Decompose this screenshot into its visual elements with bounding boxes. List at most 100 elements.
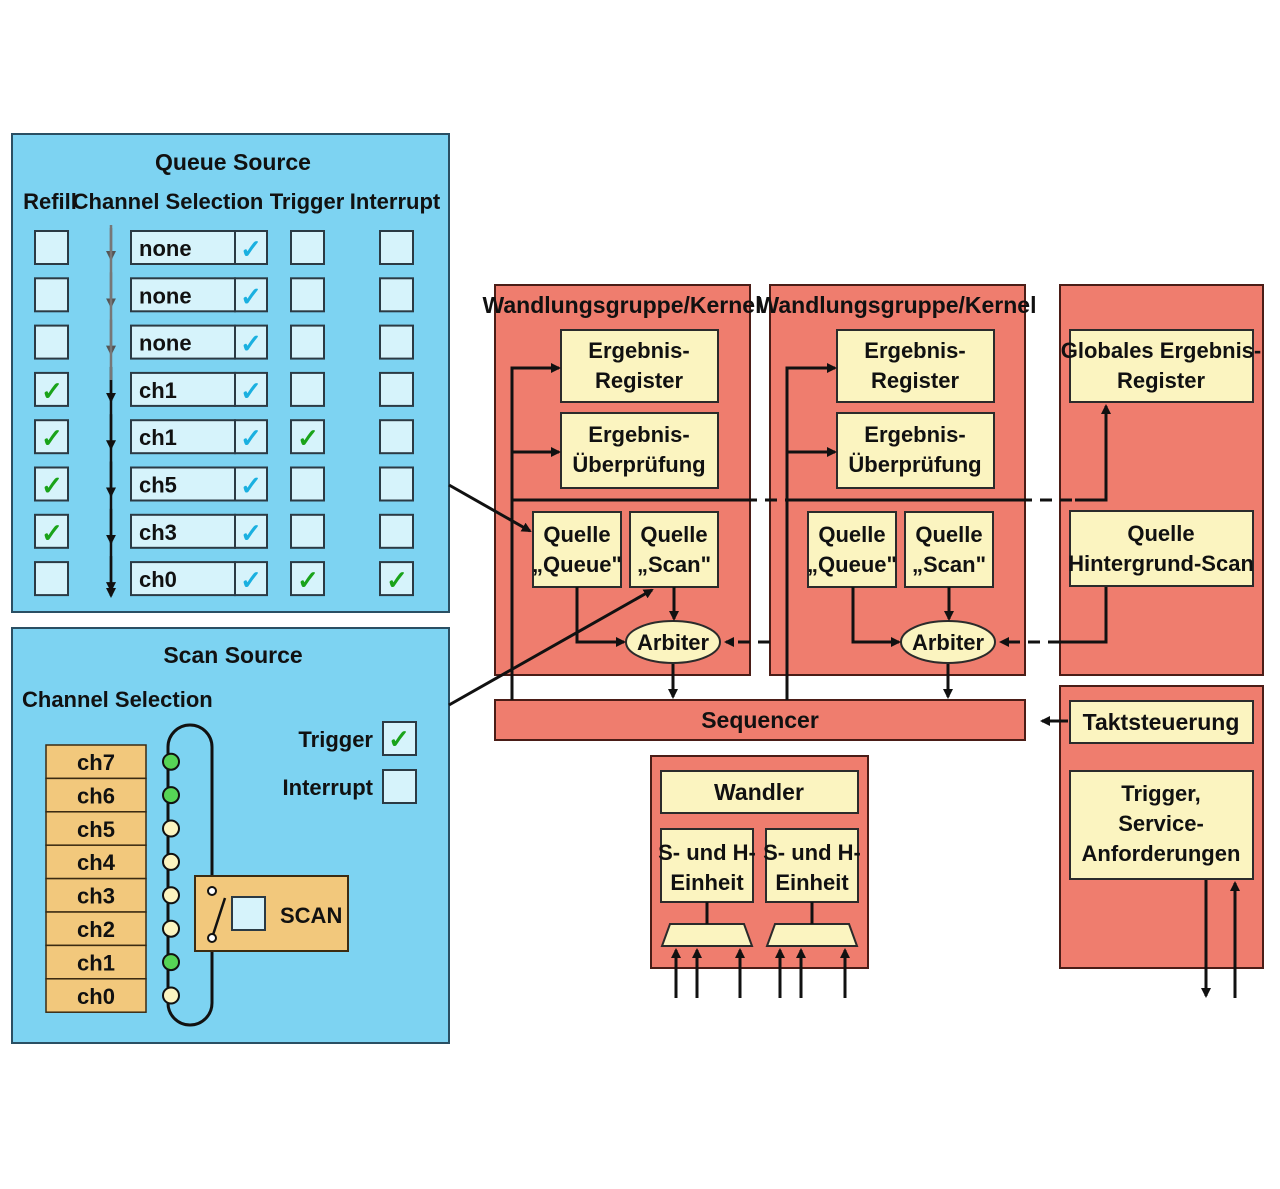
refill-checkbox[interactable] xyxy=(34,371,69,407)
channel-dropdown-button[interactable] xyxy=(234,419,268,455)
scan-channel-cell[interactable] xyxy=(45,811,147,846)
scan-channel-label: ch2 xyxy=(77,917,115,942)
channel-select-field[interactable] xyxy=(130,230,236,265)
global-result-register xyxy=(1069,329,1254,403)
kernel-2-result-check xyxy=(836,412,995,489)
interrupt-checkbox[interactable] xyxy=(379,561,414,597)
refill-checkbox[interactable] xyxy=(34,277,69,313)
trigger-checkbox[interactable] xyxy=(290,513,325,549)
scan-channel-cell[interactable] xyxy=(45,911,147,947)
scan-trigger-checkbox[interactable] xyxy=(382,721,417,756)
channel-select-field[interactable] xyxy=(130,371,236,407)
channel-dropdown-button[interactable] xyxy=(234,561,268,597)
kernel-2-source-queue-line2: „Queue" xyxy=(807,552,897,577)
kernel-1-source-scan-line1: Quelle xyxy=(640,522,707,547)
clock-panel: Taktsteuerung Trigger, Service- Anforder… xyxy=(1059,685,1264,969)
kernel-2-result-check-line1: Ergebnis- xyxy=(864,422,965,447)
scan-channel-item: ch1 xyxy=(45,944,180,980)
kernel-2-result-check-line2: Überprüfung xyxy=(848,452,981,477)
trigger-check-icon: ✓ xyxy=(297,565,319,595)
channel-select-field[interactable] xyxy=(130,324,236,360)
trigger-checkbox[interactable] xyxy=(290,230,325,265)
trigger-checkbox[interactable] xyxy=(290,466,325,502)
kernel-2-source-scan-line1: Quelle xyxy=(915,522,982,547)
refill-header: Refill xyxy=(23,189,77,214)
interrupt-checkbox[interactable] xyxy=(379,230,414,265)
trigger-header: Trigger xyxy=(270,189,345,214)
trigger-check-icon: ✓ xyxy=(297,423,319,453)
channel-select-field[interactable] xyxy=(130,561,236,597)
channel-dropdown-button[interactable] xyxy=(234,466,268,502)
scan-interrupt-checkbox[interactable] xyxy=(382,769,417,804)
sh-unit-1-line2: Einheit xyxy=(670,870,744,895)
k2-queue-to-arbiter xyxy=(851,587,901,647)
scan-switch-contact-bottom xyxy=(207,933,217,943)
scan-source-title: Scan Source xyxy=(163,642,302,668)
background-scan-line1: Quelle xyxy=(1127,521,1194,546)
scan-channel-led xyxy=(162,852,180,871)
sh-unit-2 xyxy=(765,828,859,903)
interrupt-checkbox[interactable] xyxy=(379,277,414,313)
clock-control-label: Taktsteuerung xyxy=(1083,709,1240,735)
queue-row: none✓ xyxy=(34,319,414,360)
channel-select-field[interactable] xyxy=(130,277,236,313)
sh-unit-2-line2: Einheit xyxy=(775,870,849,895)
kernel-1-title: Wandlungsgruppe/Kernel xyxy=(483,292,762,318)
scan-channel-cell[interactable] xyxy=(45,844,147,880)
channel-dropdown-button[interactable] xyxy=(234,324,268,360)
refill-checkbox[interactable] xyxy=(34,561,69,597)
scan-channel-cell[interactable] xyxy=(45,877,147,913)
kernel-1-arbiter-label: Arbiter xyxy=(637,630,710,655)
refill-checkbox[interactable] xyxy=(34,419,69,455)
kernel-1-source-queue xyxy=(532,511,622,588)
scan-trigger-label: Trigger xyxy=(298,727,373,752)
queue-row: none✓ xyxy=(34,272,414,313)
interrupt-checkbox[interactable] xyxy=(379,419,414,455)
channel-dropdown-button[interactable] xyxy=(234,277,268,313)
kernel-1-source-queue-line2: „Queue" xyxy=(532,552,622,577)
refill-checkbox[interactable] xyxy=(34,466,69,502)
trigger-checkbox[interactable] xyxy=(290,371,325,407)
trigger-checkbox[interactable] xyxy=(290,419,325,455)
scan-channel-led xyxy=(162,919,180,938)
channel-dropdown-button[interactable] xyxy=(234,513,268,549)
interrupt-checkbox[interactable] xyxy=(379,466,414,502)
dropdown-check-icon: ✓ xyxy=(240,234,262,264)
channel-dropdown-button[interactable] xyxy=(234,371,268,407)
kernel-2: Wandlungsgruppe/Kernel Ergebnis- Registe… xyxy=(758,284,1037,676)
scan-channel-cell[interactable] xyxy=(45,978,147,1013)
clock-control-box xyxy=(1069,700,1254,744)
scan-channel-label: ch0 xyxy=(77,984,115,1009)
queue-rows: none✓none✓none✓✓ch1✓✓ch1✓✓✓ch5✓✓ch3✓ch0✓… xyxy=(34,225,414,598)
background-scan-line2: Hintergrund-Scan xyxy=(1068,551,1254,576)
scan-source-panel: Scan Source Channel Selection Trigger ✓ … xyxy=(11,627,450,1044)
scan-channel-label: ch3 xyxy=(77,884,115,909)
channel-dropdown-button[interactable] xyxy=(234,230,268,265)
kernel-2-source-scan-line2: „Scan" xyxy=(912,552,986,577)
sequencer-label: Sequencer xyxy=(701,707,819,733)
scan-channel-item: ch5 xyxy=(45,811,180,846)
trigger-checkbox[interactable] xyxy=(290,561,325,597)
scan-channel-label: ch5 xyxy=(77,817,115,842)
refill-checkbox[interactable] xyxy=(34,513,69,549)
scan-channel-cell[interactable] xyxy=(45,777,147,813)
interrupt-checkbox[interactable] xyxy=(379,513,414,549)
channel-select-value: ch1 xyxy=(139,425,177,450)
scan-channel-led xyxy=(162,752,180,771)
channel-select-field[interactable] xyxy=(130,419,236,455)
refill-check-icon: ✓ xyxy=(41,423,63,453)
queue-row: ✓ch1✓✓ xyxy=(34,414,414,455)
scan-channel-label: ch4 xyxy=(77,850,116,875)
refill-checkbox[interactable] xyxy=(34,324,69,360)
interrupt-checkbox[interactable] xyxy=(379,324,414,360)
scan-enable-checkbox[interactable] xyxy=(231,896,266,931)
trigger-service-line3: Anforderungen xyxy=(1082,841,1241,866)
kernel-1: Wandlungsgruppe/Kernel Ergebnis- Registe… xyxy=(483,284,762,676)
refill-checkbox[interactable] xyxy=(34,230,69,265)
interrupt-checkbox[interactable] xyxy=(379,371,414,407)
trigger-checkbox[interactable] xyxy=(290,324,325,360)
kernel-2-result-register-line1: Ergebnis- xyxy=(864,338,965,363)
dropdown-check-icon: ✓ xyxy=(240,565,262,595)
scan-channel-cell[interactable] xyxy=(45,744,147,780)
trigger-checkbox[interactable] xyxy=(290,277,325,313)
